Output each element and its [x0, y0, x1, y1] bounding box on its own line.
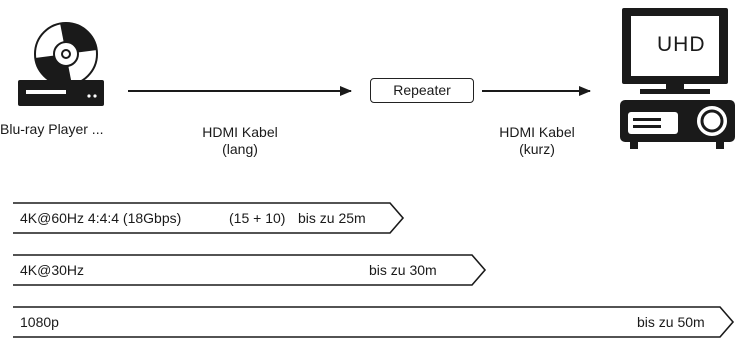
source-label: Blu-ray Player ...	[0, 121, 104, 137]
bar-1-format: 4K@60Hz 4:4:4 (18Gbps)	[20, 210, 182, 226]
bar-1-range: bis zu 25m	[298, 210, 366, 226]
projector-icon	[620, 100, 735, 149]
cable-short-line1: HDMI Kabel	[499, 124, 575, 140]
cable-long-line2: (lang)	[222, 141, 258, 157]
repeater-label: Repeater	[393, 82, 451, 98]
range-bar-30m	[13, 254, 487, 286]
cable-long-label: HDMI Kabel (lang)	[185, 124, 295, 158]
cable-short-line2: (kurz)	[519, 141, 555, 157]
tv-icon	[622, 8, 728, 94]
range-bar-50m	[13, 306, 735, 338]
bar-2-range: bis zu 30m	[369, 262, 437, 278]
cable-long-line1: HDMI Kabel	[202, 124, 278, 140]
bar-2-format: 4K@30Hz	[20, 262, 85, 278]
repeater-box: Repeater	[370, 78, 474, 103]
cable-short-label: HDMI Kabel (kurz)	[482, 124, 592, 158]
bar-3-range: bis zu 50m	[637, 314, 705, 330]
bluray-player-icon	[18, 22, 104, 106]
range-bar-25m	[13, 202, 405, 234]
tv-label: UHD	[657, 33, 706, 56]
bar-1-note: (15 + 10)	[229, 210, 286, 226]
bar-3-format: 1080p	[20, 314, 59, 330]
